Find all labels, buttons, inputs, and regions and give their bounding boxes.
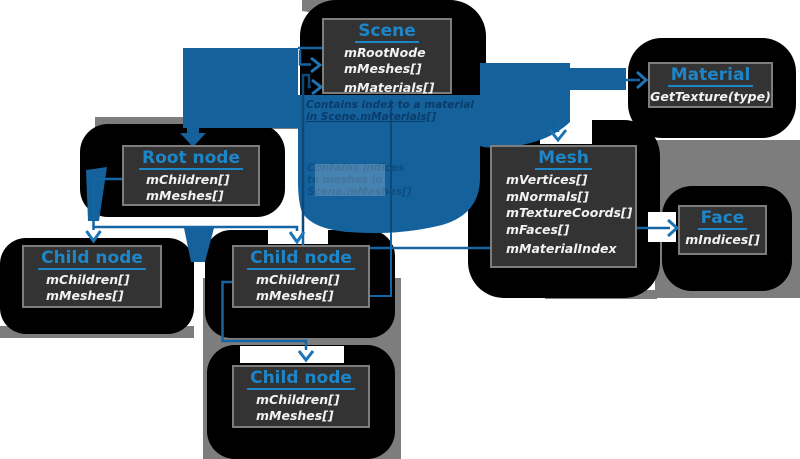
- arrowhead-face-icon: [667, 218, 680, 238]
- face-member: mIndices[]: [685, 232, 760, 248]
- pipe-wedge-middle: [184, 228, 214, 262]
- child-node-title: Child node: [38, 248, 146, 271]
- line-child2-children: [221, 280, 308, 350]
- mesh-note-overlay: [315, 164, 385, 196]
- arrowhead-child1-icon: [85, 230, 102, 244]
- scene-title: Scene: [355, 21, 419, 44]
- child-node-member: mChildren[]: [46, 272, 130, 288]
- pipe-right: [480, 63, 570, 148]
- notch-child2: [268, 224, 328, 244]
- pipe-scene-left: [183, 48, 298, 128]
- root-node-box: Root node mChildren[] mMeshes[]: [122, 145, 260, 206]
- child-node-member: mMeshes[]: [46, 288, 124, 304]
- mesh-note-line: Contains indices: [307, 162, 405, 174]
- arrowhead-mmeshes-icon: [310, 56, 323, 74]
- face-title: Face: [697, 208, 748, 231]
- scene-member: mRootNode: [344, 45, 426, 61]
- arrowhead-child3-icon: [297, 350, 315, 363]
- face-box: Face mIndices[]: [678, 205, 767, 255]
- arrowhead-child2-icon: [288, 231, 306, 245]
- mesh-member: mMaterialIndex: [506, 241, 617, 257]
- child-node-member: mMeshes[]: [256, 408, 334, 424]
- mesh-title: Mesh: [535, 148, 592, 171]
- notch-child3: [240, 346, 344, 363]
- mesh-member: mFaces[]: [506, 221, 570, 237]
- pipe-wedge-left: [86, 167, 107, 221]
- child-node-title: Child node: [247, 368, 355, 391]
- material-note-line: in Scene.mMaterials[]: [306, 110, 437, 123]
- root-node-title: Root node: [139, 148, 243, 171]
- root-node-member: mMeshes[]: [146, 188, 224, 204]
- pipe-to-material: [570, 68, 626, 90]
- material-title: Material: [667, 65, 754, 88]
- arrowhead-mesh-icon: [548, 129, 568, 143]
- material-member: GetTexture(type): [650, 89, 771, 105]
- scene-box: Scene mRootNode mMeshes[] mMaterials[]: [322, 18, 452, 96]
- line-root-children-right: [93, 225, 299, 231]
- child-node-2-box: Child node mChildren[] mMeshes[]: [232, 245, 370, 308]
- mesh-box: Mesh mVertices[] mNormals[] mTextureCoor…: [490, 145, 637, 268]
- arrowhead-mmaterials-icon: [311, 78, 324, 96]
- mesh-member: mNormals[]: [506, 188, 589, 204]
- line-into-mmeshes: [298, 50, 311, 66]
- root-node-member: mChildren[]: [146, 172, 230, 188]
- child-node-title: Child node: [247, 248, 355, 271]
- scene-member: mMaterials[]: [344, 80, 435, 96]
- pipe-middle: [298, 95, 480, 234]
- material-box: Material GetTexture(type): [648, 62, 773, 108]
- child-node-1-box: Child node mChildren[] mMeshes[]: [22, 245, 162, 308]
- material-note-line: Contains index to a material: [306, 99, 474, 111]
- arrow-scene-to-rootnode: [180, 124, 206, 147]
- mesh-member: mVertices[]: [506, 172, 588, 188]
- mesh-note-line: Scene.mMeshes[]: [307, 186, 412, 198]
- child-node-member: mMeshes[]: [256, 288, 334, 304]
- material-note: Contains index to a material in Scene.mM…: [306, 99, 474, 123]
- arrowhead-material-icon: [636, 70, 649, 90]
- child-node-member: mChildren[]: [256, 272, 340, 288]
- mesh-note: Contains indices to meshes in Scene.mMes…: [307, 162, 412, 198]
- line-root-children-left: [92, 177, 122, 230]
- child-node-3-box: Child node mChildren[] mMeshes[]: [232, 365, 370, 428]
- mesh-member: mTextureCoords[]: [506, 205, 633, 221]
- scene-member: mMeshes[]: [344, 61, 422, 77]
- line-materialindex-b: [301, 73, 311, 234]
- mesh-note-line: to meshes in: [307, 174, 383, 186]
- child-node-member: mChildren[]: [256, 392, 340, 408]
